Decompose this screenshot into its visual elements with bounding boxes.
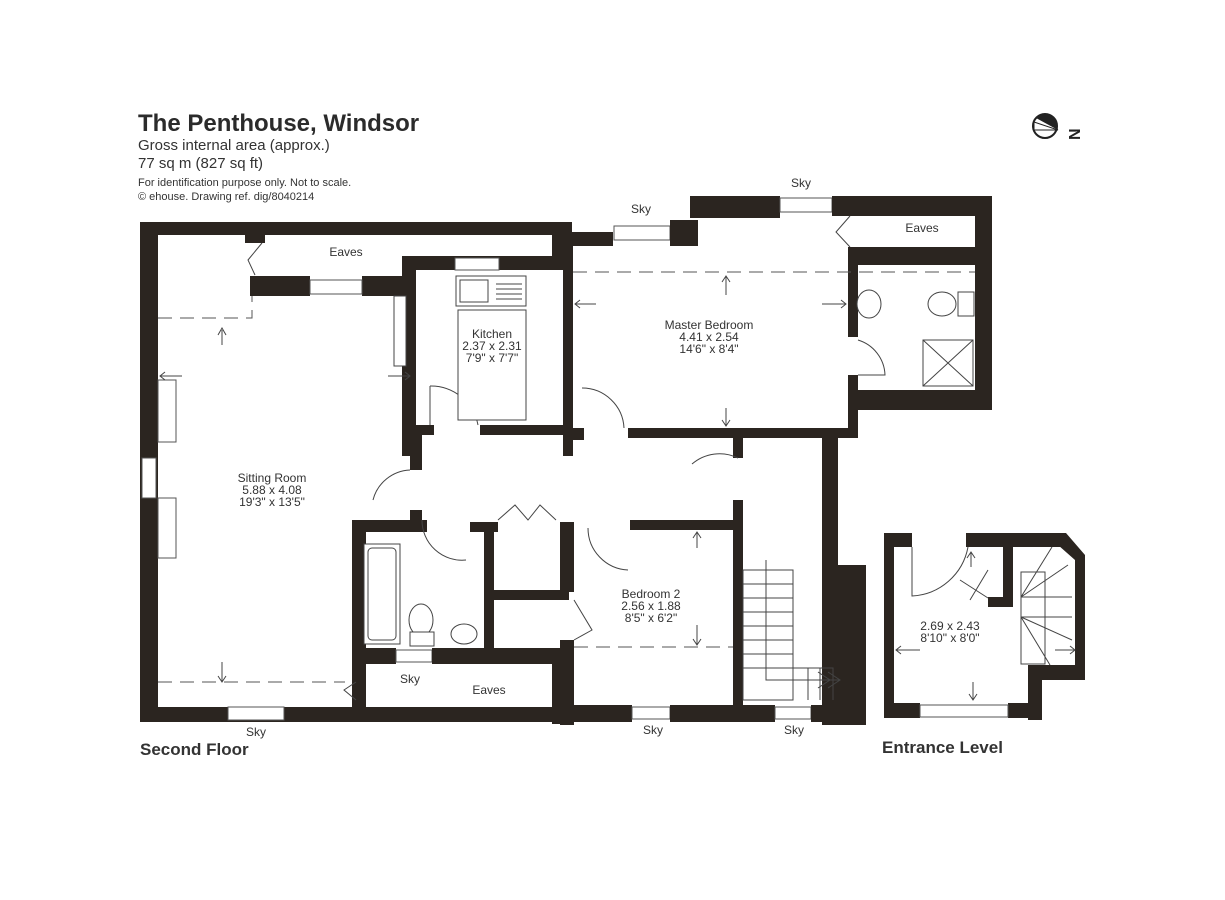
sky-label: Sky [400, 672, 420, 686]
eaves-label: Eaves [329, 245, 362, 259]
room-label-entrance: 2.69 x 2.43 8'10" x 8'0" [920, 619, 980, 645]
sky-label: Sky [784, 723, 804, 737]
svg-text:Master Bedroom: Master Bedroom [665, 318, 754, 332]
staircase-icon [742, 560, 841, 701]
svg-text:19'3" x 13'5": 19'3" x 13'5" [239, 495, 305, 509]
area-value: 77 sq m (827 sq ft) [138, 155, 264, 172]
second-floor-plan: Sitting Room 5.88 x 4.08 19'3" x 13'5" K… [140, 176, 992, 739]
svg-text:2.69 x 2.43: 2.69 x 2.43 [920, 619, 980, 633]
svg-text:14'6" x 8'4": 14'6" x 8'4" [679, 342, 738, 356]
svg-text:4.41 x 2.54: 4.41 x 2.54 [679, 330, 739, 344]
svg-text:2.37 x 2.31: 2.37 x 2.31 [462, 339, 522, 353]
eaves-label: Eaves [472, 683, 505, 697]
floor-label-entrance-level: Entrance Level [882, 738, 1003, 757]
plan-title: The Penthouse, Windsor [138, 110, 420, 137]
svg-text:7'9" x 7'7": 7'9" x 7'7" [466, 351, 518, 365]
room-label-sitting-room: Sitting Room 5.88 x 4.08 19'3" x 13'5" [238, 471, 307, 509]
svg-text:2.56 x 1.88: 2.56 x 1.88 [621, 599, 681, 613]
sky-label: Sky [246, 725, 266, 739]
compass-label: N [1067, 128, 1084, 140]
drawing-reference: © ehouse. Drawing ref. dig/8040214 [138, 191, 315, 203]
floor-label-second-floor: Second Floor [140, 740, 249, 759]
spiral-staircase-icon [1020, 546, 1073, 666]
svg-text:Sitting Room: Sitting Room [238, 471, 307, 485]
room-label-kitchen: Kitchen 2.37 x 2.31 7'9" x 7'7" [462, 327, 522, 365]
area-label: Gross internal area (approx.) [138, 137, 330, 154]
svg-text:Kitchen: Kitchen [472, 327, 512, 341]
svg-text:5.88 x 4.08: 5.88 x 4.08 [242, 483, 302, 497]
svg-text:Bedroom 2: Bedroom 2 [622, 587, 681, 601]
room-label-bedroom-2: Bedroom 2 2.56 x 1.88 8'5" x 6'2" [621, 587, 681, 625]
north-arrow-icon: N [1032, 113, 1084, 140]
eaves-label: Eaves [905, 221, 938, 235]
room-label-master-bedroom: Master Bedroom 4.41 x 2.54 14'6" x 8'4" [665, 318, 754, 356]
sky-label: Sky [643, 723, 663, 737]
svg-text:8'5" x 6'2": 8'5" x 6'2" [625, 611, 677, 625]
entrance-level-plan: 2.69 x 2.43 8'10" x 8'0" [884, 533, 1085, 720]
disclaimer: For identification purpose only. Not to … [138, 177, 352, 189]
sky-label: Sky [631, 202, 651, 216]
svg-text:8'10" x 8'0": 8'10" x 8'0" [920, 631, 979, 645]
sky-label: Sky [791, 176, 811, 190]
